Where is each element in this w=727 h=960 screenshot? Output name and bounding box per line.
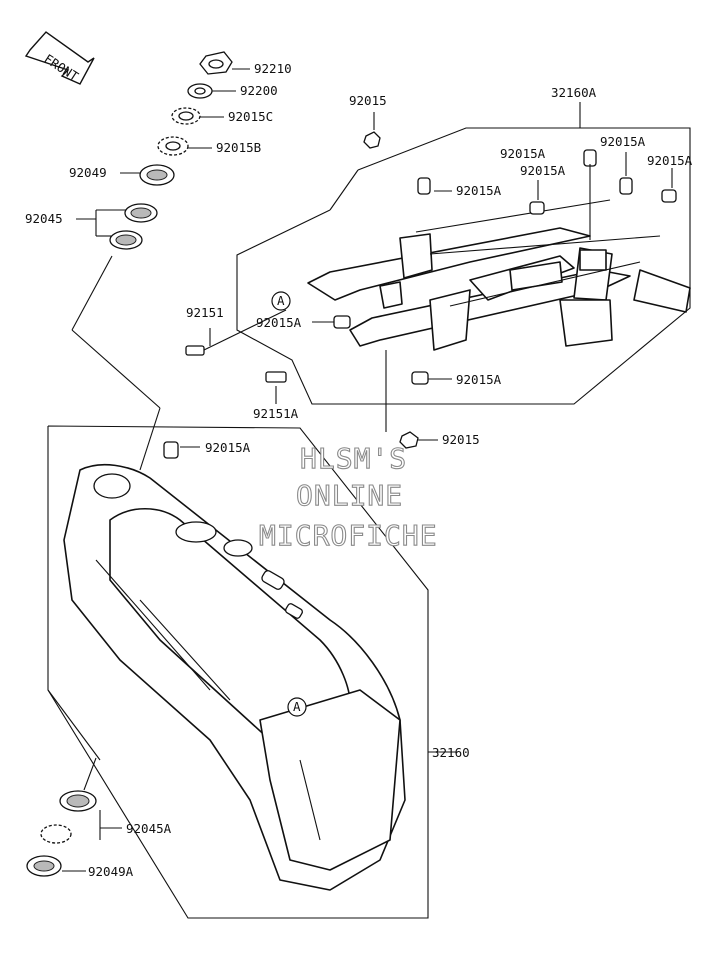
label-92015A-8: 92015A xyxy=(205,440,251,455)
bolt-92151[interactable] xyxy=(185,309,287,356)
label-32160A: 32160A xyxy=(551,85,597,100)
label-92015A-1: 92015A xyxy=(500,146,546,161)
seal-92049[interactable] xyxy=(139,164,175,186)
label-92015-mid: 92015 xyxy=(442,432,480,447)
label-92015B: 92015B xyxy=(216,140,261,155)
label-92015A-2: 92015A xyxy=(600,134,646,149)
subframe-32160A[interactable] xyxy=(307,199,691,351)
subframe-boundary xyxy=(236,102,691,405)
label-92151A: 92151A xyxy=(253,406,299,421)
svg-text:A: A xyxy=(277,293,285,308)
front-arrow-icon: FRONT xyxy=(24,31,95,85)
mainframe-boundary xyxy=(47,425,458,919)
watermark-line3: MICROFICHE xyxy=(259,519,438,552)
callout-a-top: A xyxy=(271,291,291,311)
label-92015A-7: 92015A xyxy=(456,372,502,387)
label-92200: 92200 xyxy=(240,83,278,98)
label-32160: 32160 xyxy=(432,745,470,760)
bearing-92045[interactable] xyxy=(109,203,158,250)
collar-92015A-8[interactable] xyxy=(163,441,200,459)
part-labels: 92210 92200 92015C 92015B 92049 92045 92… xyxy=(25,61,693,879)
stem-nut-92210[interactable] xyxy=(199,51,233,75)
label-92210: 92210 xyxy=(254,61,292,76)
label-92015A-4: 92015A xyxy=(520,163,566,178)
collar-92015A-6[interactable] xyxy=(333,315,351,329)
collar-92015A-2[interactable] xyxy=(583,149,597,167)
washer-92200[interactable] xyxy=(187,83,213,99)
label-92049A: 92049A xyxy=(88,864,134,879)
label-92151: 92151 xyxy=(186,305,224,320)
svg-text:A: A xyxy=(293,699,301,714)
nut-92015-mid[interactable] xyxy=(399,431,419,449)
label-92049: 92049 xyxy=(69,165,107,180)
locknut-92015B[interactable] xyxy=(157,136,189,156)
subframe-leaders xyxy=(209,112,673,441)
collar-92015A-4[interactable] xyxy=(619,177,633,195)
watermark-line2: ONLINE xyxy=(296,479,403,512)
seal-92049A[interactable] xyxy=(26,855,62,877)
locknut-92015C[interactable] xyxy=(171,107,201,125)
label-92015C: 92015C xyxy=(228,109,273,124)
collar-92015A-1[interactable] xyxy=(417,177,431,195)
bearing-92045A[interactable] xyxy=(40,790,97,844)
label-92045: 92045 xyxy=(25,211,63,226)
label-92015A-6: 92015A xyxy=(256,315,302,330)
lower-leaders xyxy=(62,757,122,872)
bolt-92015-top[interactable] xyxy=(363,131,381,149)
label-92015-top: 92015 xyxy=(349,93,387,108)
callout-a-bottom: A xyxy=(287,697,307,717)
stem-leaders xyxy=(71,68,250,471)
collar-92015A-7[interactable] xyxy=(411,371,429,385)
label-92015A-5: 92015A xyxy=(456,183,502,198)
label-92015A-3: 92015A xyxy=(647,153,693,168)
bolt-92151A[interactable] xyxy=(265,371,287,383)
collar-92015A-3[interactable] xyxy=(529,201,545,215)
collar-92015A-5[interactable] xyxy=(661,189,677,203)
watermark-line1: HLSM'S xyxy=(300,442,407,475)
label-92045A: 92045A xyxy=(126,821,172,836)
watermark: HLSM'S ONLINE MICROFICHE xyxy=(258,441,438,552)
